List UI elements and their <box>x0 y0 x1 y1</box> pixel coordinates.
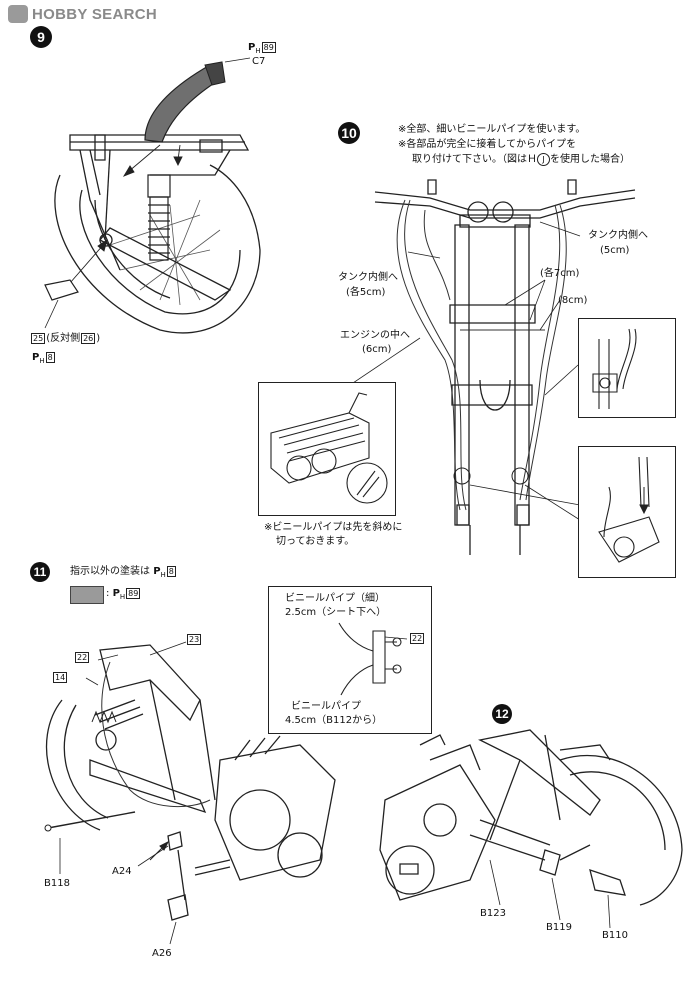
part-label-b110: B110 <box>602 930 628 941</box>
inset-pipe-label: ビニールパイプ <box>291 701 361 712</box>
inset-pipe-len: 4.5cm（B112から） <box>285 715 383 726</box>
label-engine-len: (6cm) <box>362 344 392 355</box>
part-label-23: 23 <box>187 634 202 645</box>
part-label-a26: A26 <box>152 948 172 959</box>
part-label-b119: B119 <box>546 922 572 933</box>
label-tank-inner-right-len: (5cm) <box>600 245 630 256</box>
step-10-cut-note-line-2: 切っておきます。 <box>276 536 355 547</box>
step-9-number: 9 <box>30 26 52 48</box>
step-10-number: 10 <box>338 122 360 144</box>
inset-engine-drawing <box>259 383 395 515</box>
inset-fork-top-detail <box>578 318 676 418</box>
step-11-number: 11 <box>30 562 50 582</box>
inset-part-22: 22 <box>410 633 425 644</box>
part-label-22: 22 <box>75 652 90 663</box>
label-8cm: (8cm) <box>558 295 588 306</box>
inset-engine-pipe <box>258 382 396 516</box>
inset-fork-top-drawing <box>579 319 675 417</box>
part-label-b118: B118 <box>44 878 70 889</box>
step-10-cut-note-line-1: ※ビニールパイプは先を斜めに <box>264 522 403 533</box>
hobby-search-logo: HOBBY SEARCH <box>8 4 157 24</box>
logo-brand-text: HOBBY SEARCH <box>32 5 158 23</box>
inset-pipe-thin-label: ビニールパイプ（細） <box>285 593 385 604</box>
step-10-note-line-2: ※各部品が完全に接着してからパイプを <box>398 139 577 150</box>
inset-pipe-routing: ビニールパイプ（細） 2.5cm（シート下へ） 22 ビニールパイプ 4.5cm… <box>268 586 432 734</box>
paint-swatch <box>70 586 104 604</box>
step-10-note-line-1: ※全部、細いビニールパイプを使います。 <box>398 124 586 135</box>
label-tank-inner-right: タンク内側へ <box>588 230 648 241</box>
part-label-14: 14 <box>53 672 68 683</box>
inset-caliper-drawing <box>579 447 675 577</box>
label-each-7cm: (各7cm) <box>540 268 580 279</box>
inset-caliper-detail <box>578 446 676 578</box>
part-label-c7: C7 <box>252 56 266 67</box>
step-12-number: 12 <box>492 704 512 724</box>
inset-pipe-thin-len: 2.5cm（シート下へ） <box>285 607 387 618</box>
label-tank-inner-left: タンク内側へ <box>338 272 398 283</box>
part-label-b123: B123 <box>480 908 506 919</box>
inset-pipe-drawing <box>269 587 431 733</box>
label-engine: エンジンの中へ <box>340 330 410 341</box>
logo-badge-icon <box>8 5 28 23</box>
label-tank-inner-left-len: (各5cm) <box>346 287 386 298</box>
part-label-a24: A24 <box>112 866 132 877</box>
